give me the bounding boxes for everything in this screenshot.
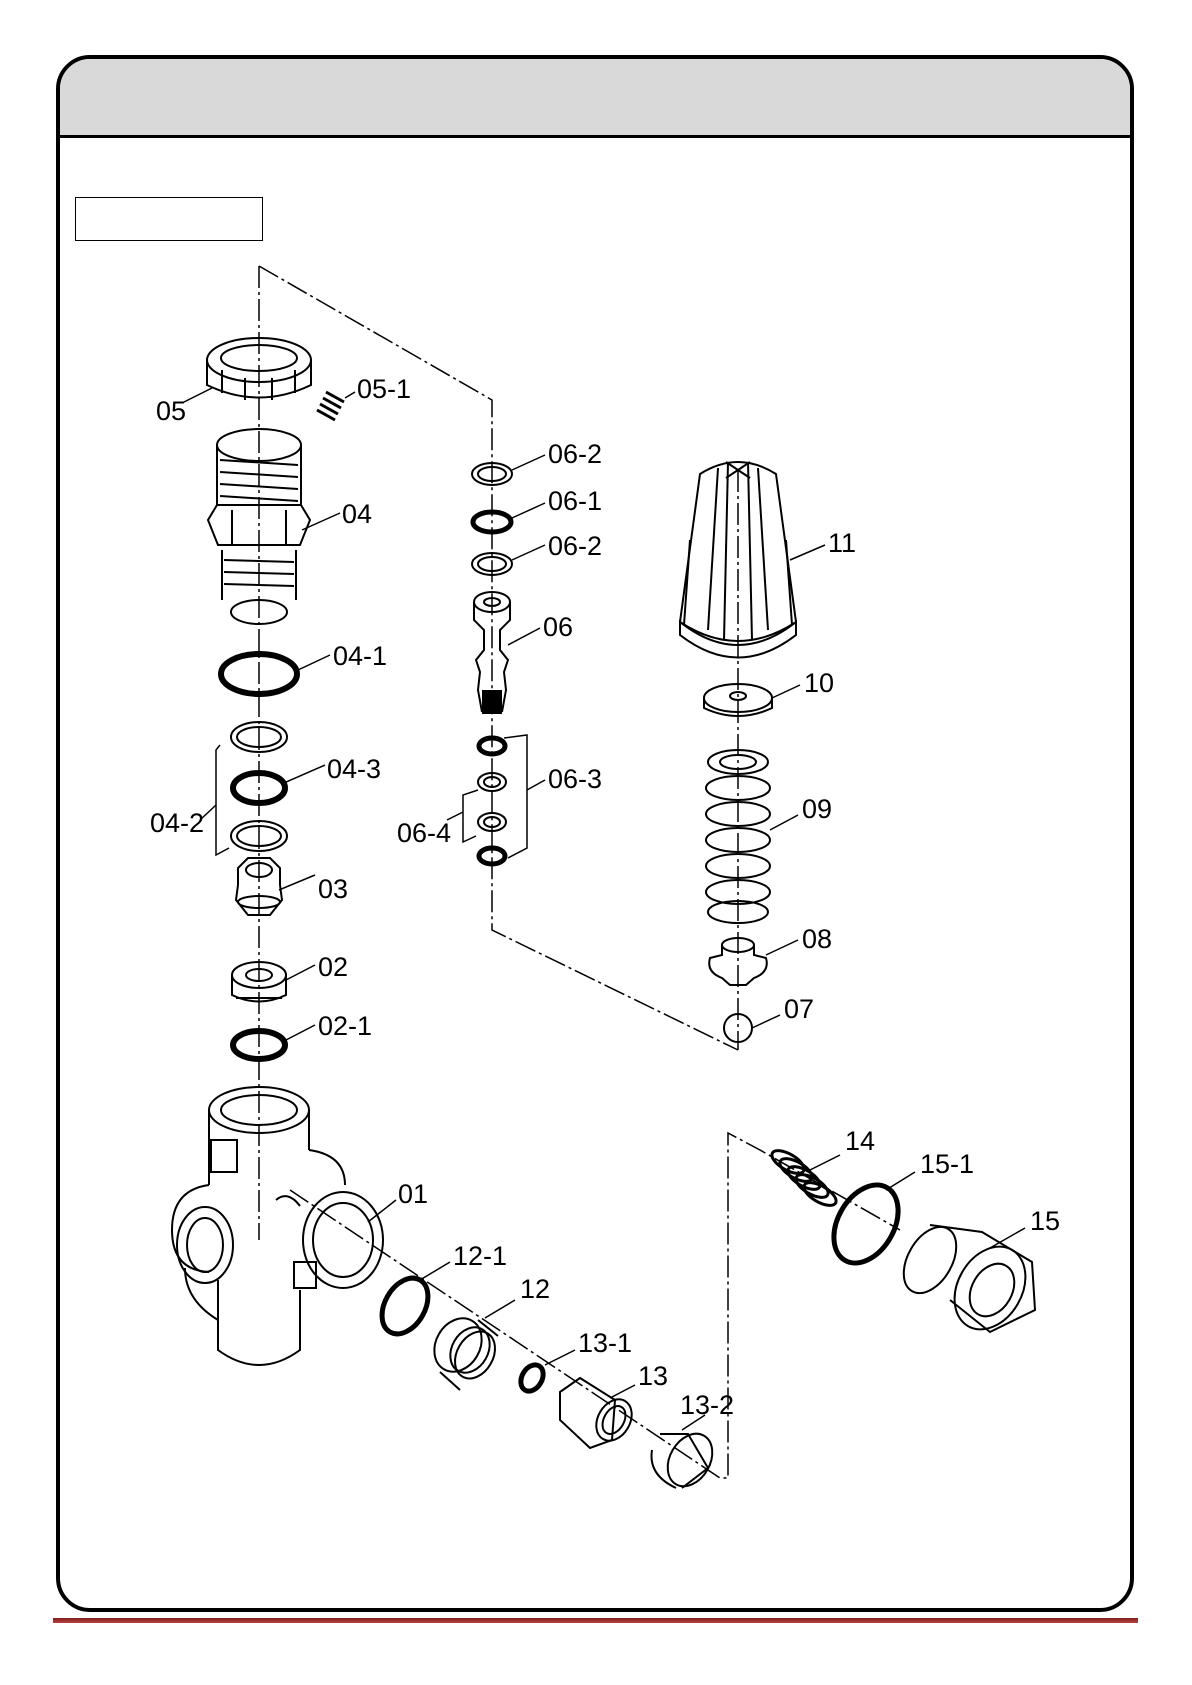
part-13-1-o-ring — [516, 1361, 547, 1395]
part-15-inlet-fitting — [893, 1218, 1040, 1342]
part-01-valve-body — [172, 1087, 383, 1365]
label-06-1: 06-1 — [548, 486, 602, 516]
label-06: 06 — [543, 612, 573, 642]
label-10: 10 — [804, 668, 834, 698]
label-15: 15 — [1030, 1206, 1060, 1236]
leader-lines — [182, 388, 1025, 1430]
label-06-3: 06-3 — [548, 764, 602, 794]
label-03: 03 — [318, 874, 348, 904]
label-13-2: 13-2 — [680, 1390, 734, 1420]
label-09: 09 — [802, 794, 832, 824]
label-05: 05 — [156, 396, 186, 426]
part-13-2-cap — [652, 1426, 722, 1494]
label-13-1: 13-1 — [578, 1328, 632, 1358]
part-12-1-o-ring — [373, 1270, 438, 1342]
label-04-2: 04-2 — [150, 808, 204, 838]
label-04-1: 04-1 — [333, 641, 387, 671]
label-04: 04 — [342, 499, 372, 529]
label-04-3: 04-3 — [327, 754, 381, 784]
label-06-2-upper: 06-2 — [548, 439, 602, 469]
label-01: 01 — [398, 1179, 428, 1209]
part-12-bushing — [425, 1310, 503, 1390]
part-06-3-seal-bottom — [479, 848, 505, 864]
label-12-1: 12-1 — [453, 1241, 507, 1271]
label-15-1: 15-1 — [920, 1149, 974, 1179]
label-02-1: 02-1 — [318, 1011, 372, 1041]
part-04-2-backup-rings — [200, 722, 287, 855]
label-06-4: 06-4 — [397, 818, 451, 848]
part-15-1-o-ring — [821, 1174, 911, 1275]
label-14: 14 — [845, 1126, 875, 1156]
label-05-1: 05-1 — [357, 374, 411, 404]
label-11: 11 — [828, 528, 856, 558]
label-08: 08 — [802, 924, 832, 954]
label-02: 02 — [318, 952, 348, 982]
part-05-1-set-screw — [317, 392, 344, 420]
label-06-2-lower: 06-2 — [548, 531, 602, 561]
label-13: 13 — [638, 1361, 668, 1391]
part-14-spring — [768, 1146, 839, 1210]
label-12: 12 — [520, 1274, 550, 1304]
label-07: 07 — [784, 994, 814, 1024]
